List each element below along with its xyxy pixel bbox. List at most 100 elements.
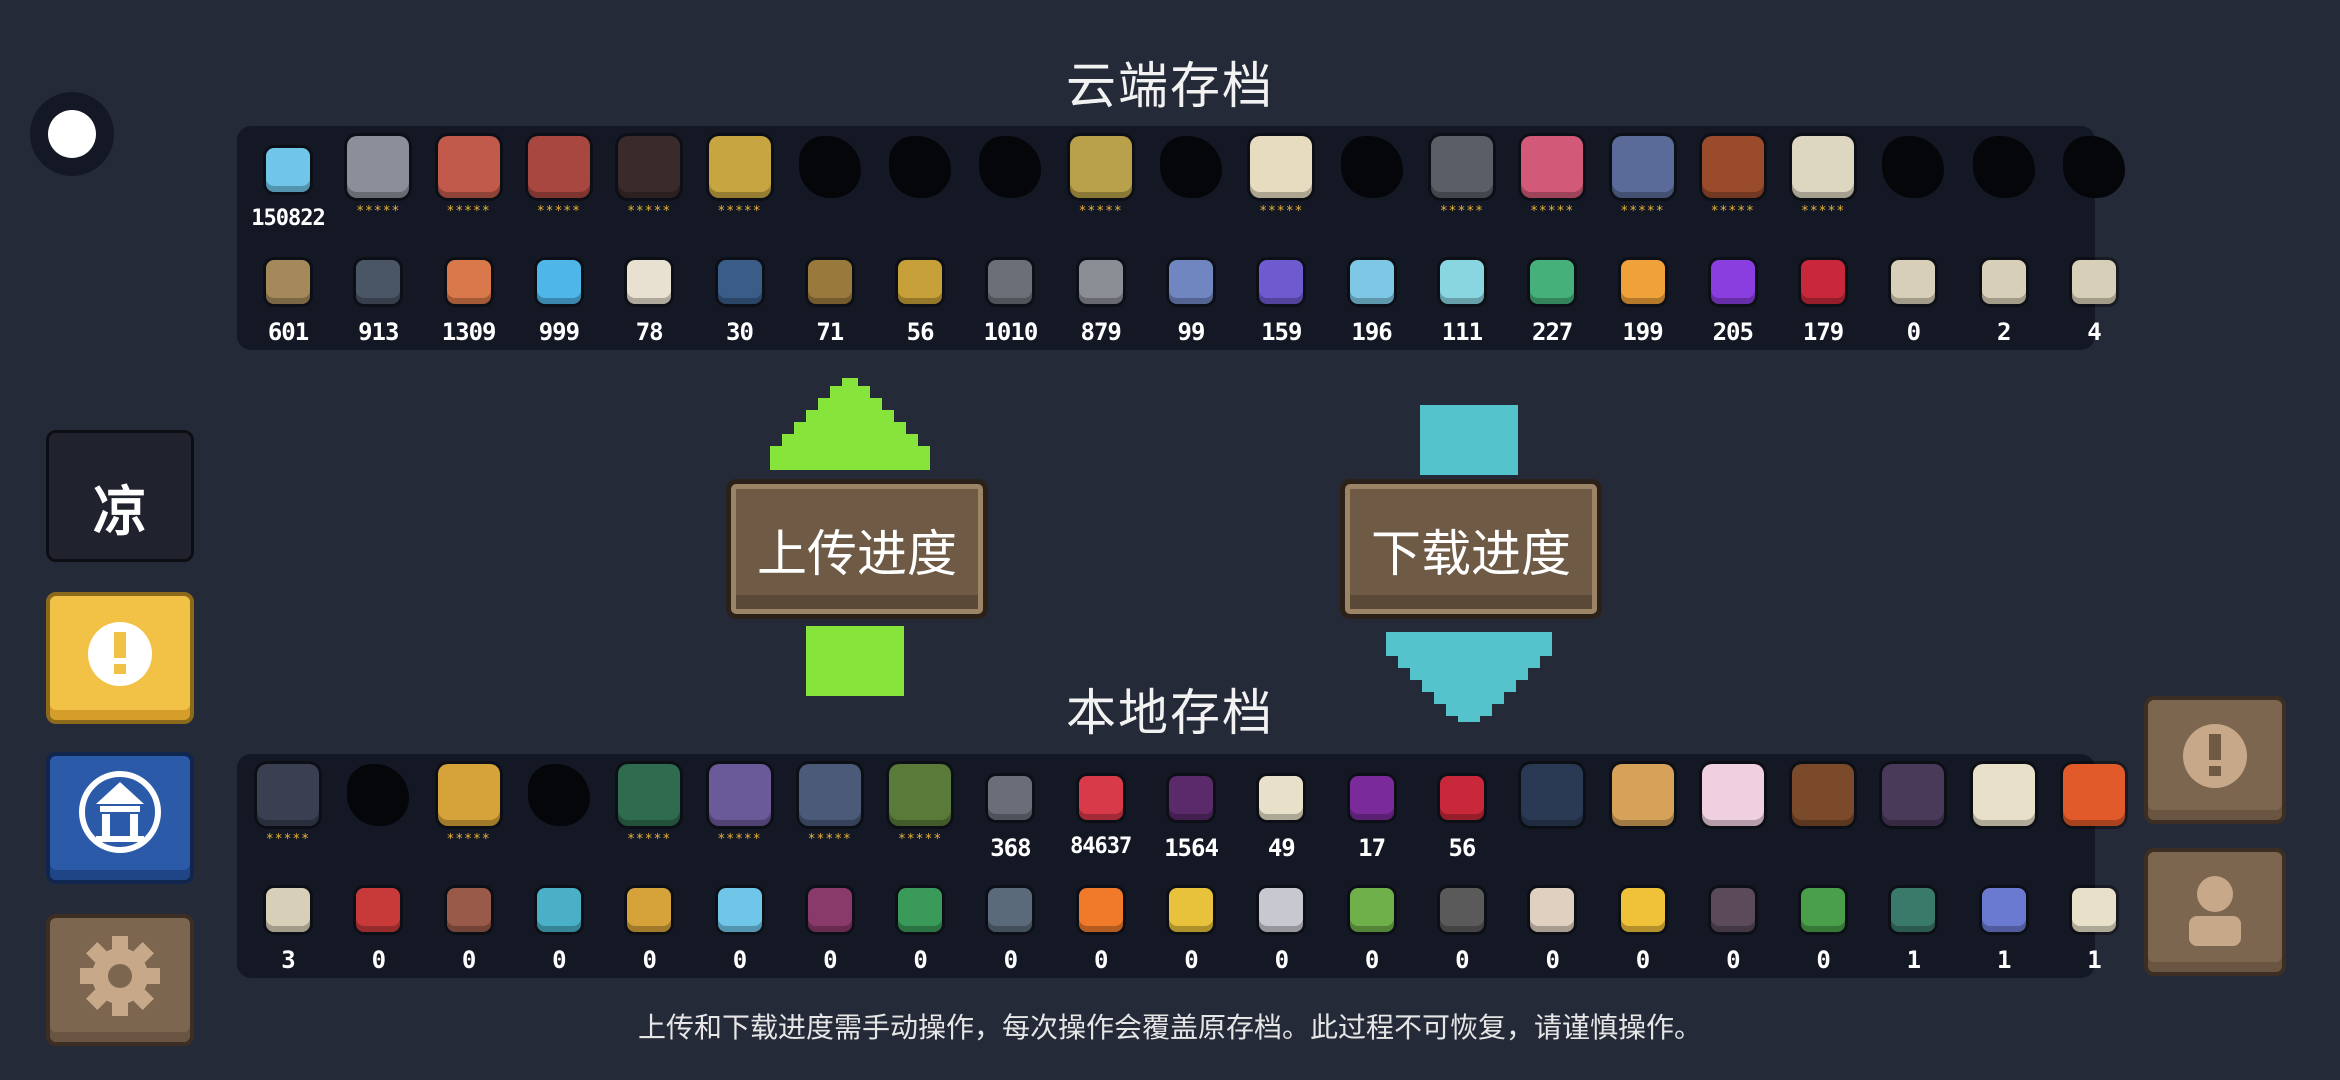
- hero-slot: *****: [1056, 126, 1146, 236]
- vampire-icon: [1521, 136, 1584, 198]
- hero-slot: [1959, 754, 2049, 864]
- locked-hero-icon: [1972, 136, 2035, 198]
- material-slot: 71: [785, 238, 875, 348]
- item-count: 0: [642, 946, 656, 974]
- hero-slot: 1564: [1146, 754, 1236, 864]
- cloth-icon: [1169, 260, 1213, 304]
- hero-slot: *****: [1778, 126, 1868, 236]
- hero-slot: 84637: [1056, 754, 1146, 864]
- warning-notice: 上传和下载进度需手动操作，每次操作会覆盖原存档。此过程不可恢复，请谨慎操作。: [637, 1011, 1702, 1044]
- star-rating: *****: [1620, 204, 1665, 219]
- item-count: 1564: [1164, 834, 1219, 862]
- record-button[interactable]: [30, 92, 114, 176]
- star-rating: *****: [717, 832, 762, 847]
- material-slot: 4: [2049, 238, 2139, 348]
- material-slot: 913: [333, 238, 423, 348]
- star-rating: *****: [807, 832, 852, 847]
- box-machine-icon: [1710, 888, 1755, 932]
- settings-button[interactable]: [46, 914, 194, 1046]
- cool-badge-button[interactable]: 凉: [46, 430, 194, 562]
- item-count: 0: [1184, 946, 1198, 974]
- item-count: 179: [1802, 318, 1844, 346]
- item-count: 84637: [1070, 834, 1132, 859]
- rune-stone-icon: [1891, 888, 1936, 932]
- star-rating: *****: [717, 204, 762, 219]
- fish-icon: [717, 888, 762, 932]
- material-slot: 0: [1236, 866, 1326, 976]
- item-count: 601: [267, 318, 309, 346]
- material-slot: 0: [1146, 866, 1236, 976]
- energy-orb-icon: [536, 260, 581, 304]
- profile-button[interactable]: [2144, 848, 2286, 976]
- pot-icon: [798, 764, 861, 826]
- item-count: 56: [1448, 834, 1476, 862]
- scroll-icon: [266, 888, 310, 932]
- tv-icon: [356, 888, 401, 932]
- slime-icon: [1078, 776, 1123, 820]
- material-slot: 0: [604, 866, 694, 976]
- block-icon: [1801, 888, 1846, 932]
- seed-icon: [266, 260, 310, 304]
- right-notice-button[interactable]: [2144, 696, 2286, 824]
- star-rating: *****: [265, 832, 311, 847]
- material-slot: 1: [2049, 866, 2139, 976]
- robot-head-icon: [1439, 888, 1484, 932]
- star-rating: *****: [536, 204, 581, 219]
- werewolf-icon: [1611, 136, 1674, 198]
- material-slot: 0: [785, 866, 875, 976]
- star-rating: *****: [627, 832, 672, 847]
- horn-icon: [898, 260, 943, 304]
- hero-slot: *****: [1417, 126, 1507, 236]
- record-dot-icon: [48, 110, 96, 158]
- material-slot: 0: [695, 866, 785, 976]
- hero-slot: *****: [1507, 126, 1597, 236]
- material-slot: 99: [1146, 238, 1236, 348]
- gem-stack-icon: [266, 148, 310, 192]
- item-count: 0: [1635, 946, 1650, 974]
- hero-slot: *****: [695, 126, 785, 236]
- rogue-icon: [437, 136, 500, 198]
- book-icon: [708, 764, 771, 826]
- material-slot: 0: [1868, 238, 1958, 348]
- item-count: 49: [1267, 834, 1296, 862]
- plant-icon: [889, 764, 952, 826]
- hero-slot: [1327, 126, 1417, 236]
- material-slot: 196: [1327, 238, 1417, 348]
- hero-slot: *****: [243, 754, 333, 864]
- hero-slot: *****: [1688, 126, 1778, 236]
- ore-icon: [446, 260, 491, 304]
- robot-icon: [1430, 136, 1493, 198]
- hero-slot: 368: [965, 754, 1055, 864]
- painting-icon: [627, 888, 672, 932]
- elf-icon: [1069, 136, 1132, 198]
- item-count: 0: [913, 946, 927, 974]
- hero-slot: [1507, 754, 1597, 864]
- upload-progress-button[interactable]: 上传进度: [726, 479, 988, 619]
- crystal-icon: [1530, 260, 1575, 304]
- feather-orb-icon: [717, 260, 762, 304]
- material-slot: 1309: [424, 238, 514, 348]
- hero-slot: [1778, 754, 1868, 864]
- machine-icon: [807, 888, 852, 932]
- locked-hero-icon: [889, 136, 952, 198]
- material-slot: 0: [1778, 866, 1868, 976]
- material-slot: 1: [1959, 866, 2049, 976]
- cloud-save-title: 云端存档: [1066, 57, 1274, 115]
- material-slot: 78: [604, 238, 694, 348]
- hero-slot: 17: [1327, 754, 1417, 864]
- miner-icon: [437, 764, 500, 826]
- material-slot: 0: [1688, 866, 1778, 976]
- item-count: 0: [1816, 946, 1830, 974]
- material-slot: 205: [1688, 238, 1778, 348]
- official-account-button[interactable]: [46, 752, 194, 884]
- item-count: 368: [990, 834, 1031, 862]
- hero-slot: 49: [1236, 754, 1326, 864]
- exclamation-icon: [2183, 724, 2247, 788]
- notice-button[interactable]: [46, 592, 194, 724]
- download-progress-button[interactable]: 下载进度: [1340, 479, 1602, 619]
- flower-icon: [1349, 888, 1394, 932]
- item-count: 111: [1441, 318, 1483, 346]
- hero-slot: *****: [424, 754, 514, 864]
- hero-slot: *****: [424, 126, 514, 236]
